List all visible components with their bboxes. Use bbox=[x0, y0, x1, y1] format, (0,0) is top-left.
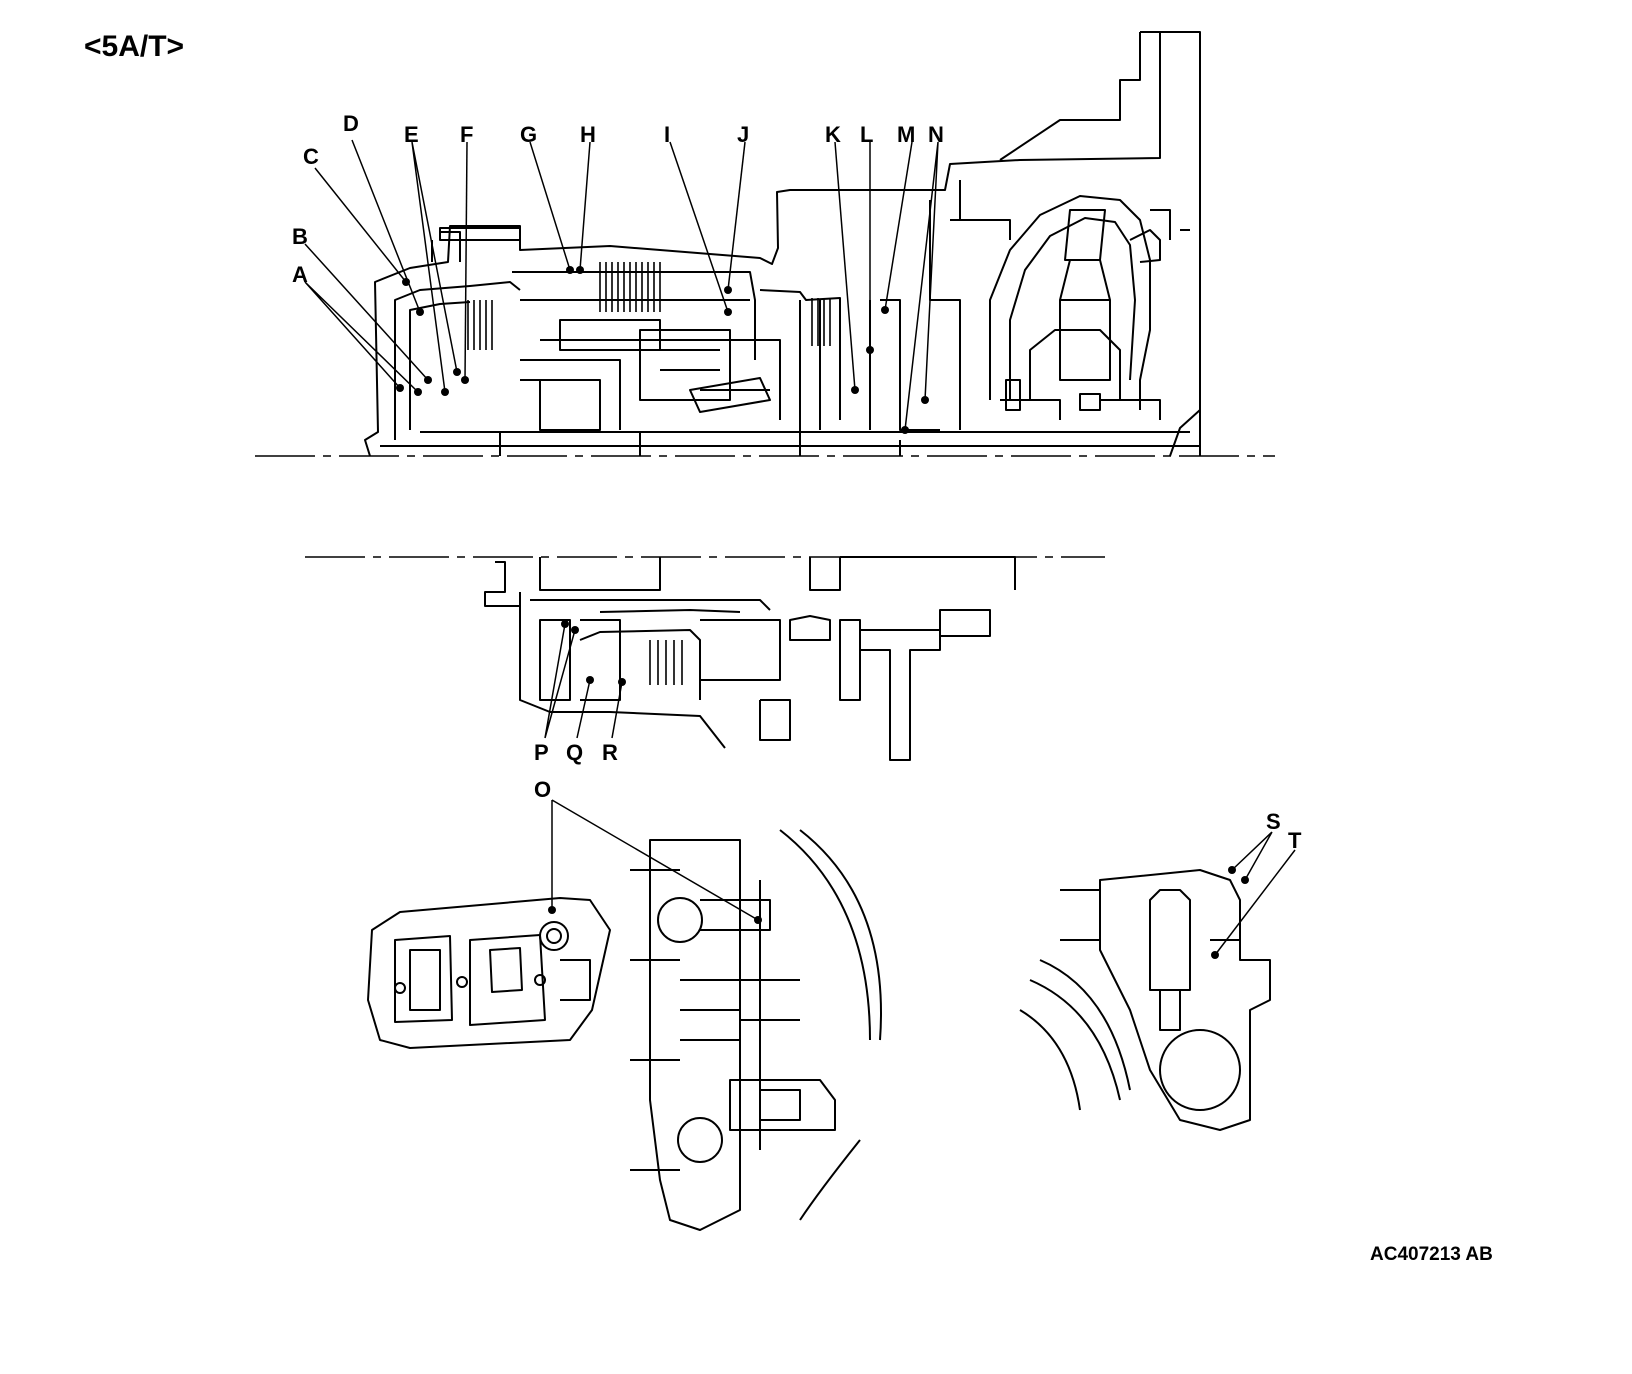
callout-d: D bbox=[343, 111, 359, 136]
callout-h: H bbox=[580, 122, 596, 147]
callout-c: C bbox=[303, 144, 319, 169]
valve-body-plate bbox=[367, 897, 611, 1049]
diagram-title: <5A/T> bbox=[84, 30, 185, 63]
callout-a: A bbox=[292, 262, 308, 287]
callout-m: M bbox=[897, 122, 915, 147]
callout-f: F bbox=[460, 122, 473, 147]
callout-e: E bbox=[404, 122, 419, 147]
parking-detail bbox=[1019, 869, 1271, 1131]
callout-o: O bbox=[534, 777, 551, 802]
callout-q: Q bbox=[566, 740, 583, 765]
figure-code: AC407213 AB bbox=[1370, 1244, 1493, 1265]
callout-p: P bbox=[534, 740, 549, 765]
lower-cross-section bbox=[305, 556, 1105, 761]
callout-t: T bbox=[1288, 828, 1302, 853]
callout-g: G bbox=[520, 122, 537, 147]
callout-j: J bbox=[737, 122, 749, 147]
callout-l: L bbox=[860, 122, 873, 147]
callout-k: K bbox=[825, 122, 841, 147]
callout-n: N bbox=[928, 122, 944, 147]
callout-r: R bbox=[602, 740, 618, 765]
callout-i: I bbox=[664, 122, 670, 147]
callout-b: B bbox=[292, 224, 308, 249]
valve-body-assembly bbox=[630, 829, 882, 1231]
callout-s: S bbox=[1266, 809, 1281, 834]
callout-dots bbox=[396, 266, 1249, 959]
main-cross-section bbox=[255, 31, 1275, 457]
leader-lines bbox=[304, 139, 1296, 956]
callout-labels: A B C D E F G H I J K L M N O P Q R S T bbox=[292, 111, 1302, 853]
